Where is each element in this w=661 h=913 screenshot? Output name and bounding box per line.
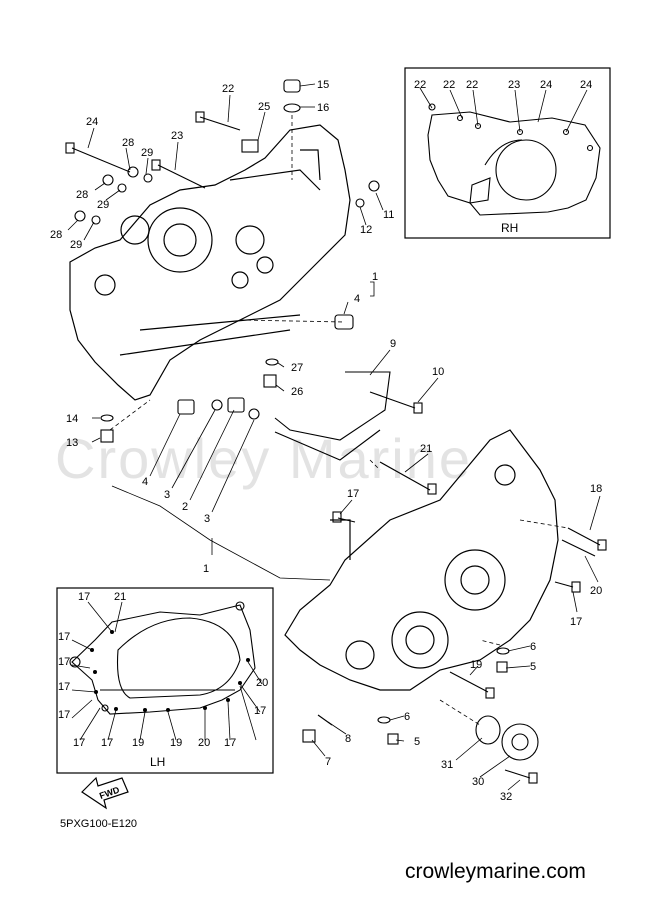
rh-callout: 23 <box>508 79 520 91</box>
callout-24: 24 <box>86 116 98 128</box>
fwd-arrow-icon: FWD <box>81 776 129 810</box>
callout-13: 13 <box>66 437 78 449</box>
lh-callout: 20 <box>256 677 268 689</box>
callout-16: 16 <box>317 102 329 114</box>
callout-28: 28 <box>122 137 134 149</box>
rh-inset: 22 22 22 23 24 24 RH <box>404 67 611 239</box>
callout-27: 27 <box>291 362 303 374</box>
callout-1: 1 <box>372 271 378 283</box>
callout-17: 17 <box>570 616 582 628</box>
callout-15: 15 <box>317 79 329 91</box>
lh-callout: 21 <box>114 591 126 603</box>
callout-14: 14 <box>66 413 78 425</box>
callout-22: 22 <box>222 83 234 95</box>
callout-26: 26 <box>291 386 303 398</box>
callout-7: 7 <box>325 756 331 768</box>
upper-crankcase <box>69 124 351 401</box>
callout-6: 6 <box>530 641 536 653</box>
callout-4: 4 <box>142 476 148 488</box>
callout-25: 25 <box>258 101 270 113</box>
callout-9: 9 <box>390 338 396 350</box>
callout-29: 29 <box>70 239 82 251</box>
lh-callout: 19 <box>132 737 144 749</box>
callout-12: 12 <box>360 224 372 236</box>
rh-callout: 24 <box>540 79 552 91</box>
small-parts <box>65 79 607 784</box>
callout-23: 23 <box>171 130 183 142</box>
rh-callout: 24 <box>580 79 592 91</box>
lh-callout: 19 <box>170 737 182 749</box>
lh-callout: 17 <box>101 737 113 749</box>
lh-callout: 20 <box>198 737 210 749</box>
lh-callout: 17 <box>224 737 236 749</box>
lh-callout: 17 <box>254 705 266 717</box>
lh-inset: 17 21 17 17 17 20 17 17 17 17 19 19 20 1… <box>56 587 274 774</box>
callout-31: 31 <box>441 759 453 771</box>
diagram-code: 5PXG100-E120 <box>60 818 138 830</box>
lh-label: LH <box>150 755 165 769</box>
callout-6: 6 <box>404 711 410 723</box>
lh-callout: 17 <box>73 737 85 749</box>
callout-2: 2 <box>182 501 188 513</box>
callout-3: 3 <box>164 489 170 501</box>
site-url: crowleymarine.com <box>405 860 586 883</box>
callout-29: 29 <box>97 199 109 211</box>
callout-17: 17 <box>347 488 359 500</box>
callout-28: 28 <box>76 189 88 201</box>
callout-20: 20 <box>590 585 602 597</box>
lh-callout: 17 <box>58 656 70 668</box>
callout-8: 8 <box>345 733 351 745</box>
rh-callout: 22 <box>443 79 455 91</box>
leader-lines <box>67 83 601 791</box>
lh-callout: 17 <box>58 681 70 693</box>
callout-28: 28 <box>50 229 62 241</box>
rh-callout: 22 <box>414 79 426 91</box>
callout-11: 11 <box>383 209 394 221</box>
lh-callout: 17 <box>58 709 70 721</box>
callout-4: 4 <box>354 293 360 305</box>
callout-19: 19 <box>470 659 482 671</box>
callout-18: 18 <box>590 483 602 495</box>
rh-callout: 22 <box>466 79 478 91</box>
callout-5: 5 <box>414 736 420 748</box>
callout-21: 21 <box>420 443 432 455</box>
callout-1: 1 <box>203 563 209 575</box>
callout-29: 29 <box>141 147 153 159</box>
callout-3: 3 <box>204 513 210 525</box>
rh-label: RH <box>501 221 518 235</box>
lh-callout: 17 <box>78 591 90 603</box>
watermark-text: Crowley Marine <box>55 427 472 490</box>
callout-30: 30 <box>472 776 484 788</box>
callout-10: 10 <box>432 366 444 378</box>
lower-crankcase <box>284 429 559 691</box>
lh-callout: 17 <box>58 631 70 643</box>
callout-32: 32 <box>500 791 512 803</box>
callout-5: 5 <box>530 661 536 673</box>
